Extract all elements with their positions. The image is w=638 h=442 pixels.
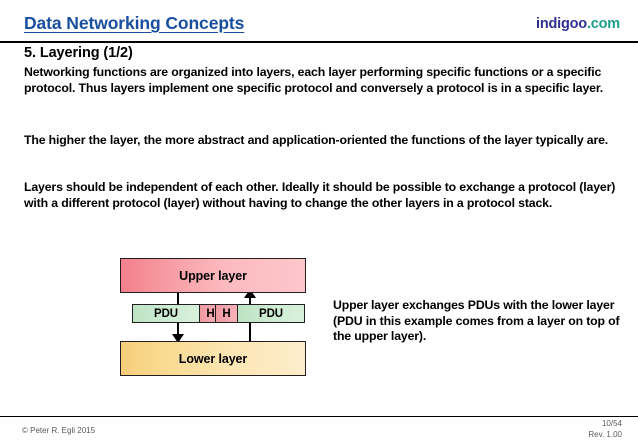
body-paragraph: Networking functions are organized into …: [24, 65, 604, 95]
pdu-cell: PDU: [238, 305, 304, 322]
pdu-block-downward: PDU H: [132, 304, 222, 323]
slide-header: Data Networking Concepts indigoo.com: [0, 0, 638, 41]
diagram-annotation: Upper layer exchanges PDUs with the lowe…: [333, 298, 620, 344]
footer-divider: [0, 416, 638, 418]
arrow-up-icon: [244, 289, 256, 298]
pdu-block-upward: H PDU: [215, 304, 305, 323]
brand-tld: .com: [586, 16, 620, 32]
arrow-down-icon: [172, 334, 184, 343]
lower-layer-box: Lower layer: [120, 341, 306, 376]
page-number: 10/54: [601, 419, 622, 428]
brand-name: indigoo: [536, 16, 587, 32]
upper-layer-box: Upper layer: [120, 258, 306, 293]
upper-layer-label: Upper layer: [179, 268, 247, 283]
header-cell: H: [216, 305, 238, 322]
brand-logo: indigoo.com: [536, 16, 620, 32]
page-title: Data Networking Concepts: [24, 13, 245, 33]
pdu-cell: PDU: [133, 305, 199, 322]
section-heading: 5. Layering (1/2): [24, 45, 133, 61]
revision-label: Rev. 1.00: [588, 429, 622, 439]
footer-meta: 10/54 Rev. 1.00: [588, 419, 622, 440]
header-divider: [0, 41, 638, 43]
body-paragraph: Layers should be independent of each oth…: [24, 180, 616, 210]
lower-layer-label: Lower layer: [178, 351, 248, 366]
body-paragraph: The higher the layer, the more abstract …: [24, 133, 609, 147]
layering-diagram: Upper layer Lower layer PDU H H PDU: [120, 258, 310, 378]
footer-copyright: © Peter R. Egli 2015: [22, 426, 96, 435]
